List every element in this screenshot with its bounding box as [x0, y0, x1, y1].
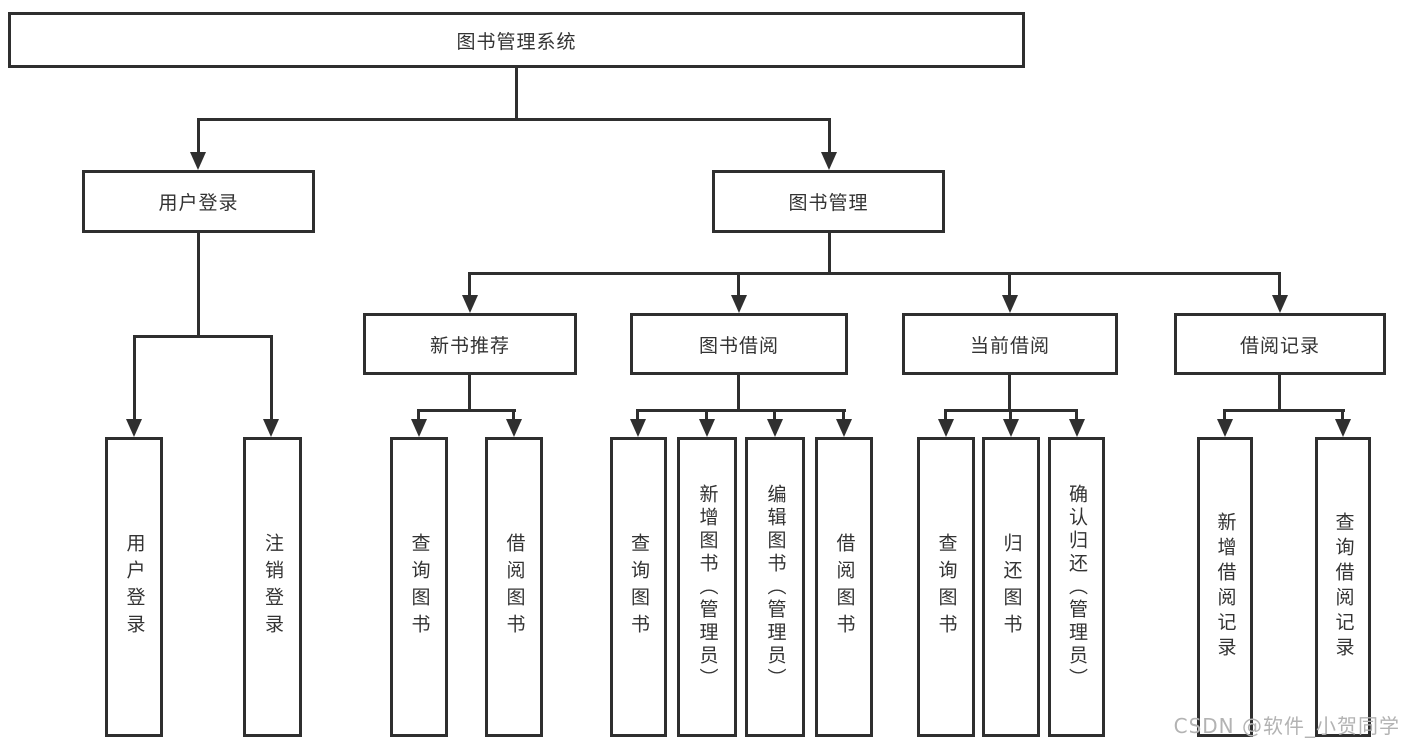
- connector-to-book-borrow: [737, 272, 740, 295]
- leaf-add-books-admin: 新增图书（管理员）: [677, 437, 737, 737]
- leaf-user-login-label: 用户登录: [123, 533, 146, 641]
- connector-borrow-records-stem: [1278, 375, 1281, 409]
- node-new-books: 新书推荐: [363, 313, 577, 375]
- connector-book-borrow-split: [636, 409, 846, 412]
- leaf-borrow-books-a-label: 借阅图书: [503, 533, 526, 641]
- leaf-logout: 注销登录: [243, 437, 302, 737]
- arrowhead-b3: [767, 419, 783, 437]
- connector-b2: [705, 409, 708, 419]
- leaf-borrow-books-b-label: 借阅图书: [833, 533, 856, 641]
- leaf-edit-books-admin-label: 编辑图书（管理员）: [764, 483, 787, 691]
- node-user-login-group: 用户登录: [82, 170, 315, 233]
- connector-to-borrow-records: [1278, 272, 1281, 295]
- connector-book-mgmt-split: [468, 272, 1281, 275]
- arrowhead-a2: [506, 419, 522, 437]
- connector-borrow-records-split: [1223, 409, 1345, 412]
- connector-user-login-stem: [197, 233, 200, 335]
- arrowhead-new-books: [462, 295, 478, 313]
- connector-new-books-stem: [468, 375, 471, 409]
- leaf-query-books-a: 查询图书: [390, 437, 448, 737]
- connector-new-books-split: [417, 409, 516, 412]
- connector-current-borrow-stem: [1008, 375, 1011, 409]
- arrowhead-book-mgmt: [821, 152, 837, 170]
- node-library-system-label: 图书管理系统: [456, 30, 577, 53]
- connector-to-book-mgmt: [828, 118, 831, 152]
- leaf-borrow-books-a: 借阅图书: [485, 437, 543, 737]
- arrowhead-b2: [699, 419, 715, 437]
- leaf-query-books-c-label: 查询图书: [935, 533, 958, 641]
- connector-root-stem: [515, 68, 518, 118]
- leaf-logout-label: 注销登录: [262, 533, 284, 641]
- connector-b4: [842, 409, 845, 419]
- connector-b3: [773, 409, 776, 419]
- connector-book-mgmt-stem: [828, 233, 831, 273]
- arrowhead-b1: [630, 419, 646, 437]
- connector-d1: [1223, 409, 1226, 419]
- connector-to-current-borrow: [1008, 272, 1011, 295]
- node-borrow-records: 借阅记录: [1174, 313, 1386, 375]
- arrowhead-current-borrow: [1002, 295, 1018, 313]
- leaf-query-books-b: 查询图书: [610, 437, 667, 737]
- leaf-return-books: 归还图书: [982, 437, 1040, 737]
- arrowhead-b4: [836, 419, 852, 437]
- node-borrow-records-label: 借阅记录: [1239, 334, 1320, 357]
- node-user-login-group-label: 用户登录: [158, 192, 239, 214]
- watermark: CSDN @软件_小贺同学: [1173, 714, 1400, 738]
- arrowhead-leaf-logout: [263, 419, 279, 437]
- leaf-borrow-books-b: 借阅图书: [815, 437, 873, 737]
- connector-root-split: [197, 118, 831, 121]
- node-library-system: 图书管理系统: [8, 12, 1025, 68]
- node-current-borrow: 当前借阅: [902, 313, 1118, 375]
- connector-d2: [1341, 409, 1344, 419]
- leaf-confirm-return-admin: 确认归还（管理员）: [1048, 437, 1105, 737]
- arrowhead-d1: [1217, 419, 1233, 437]
- node-book-borrow-label: 图书借阅: [698, 334, 779, 357]
- leaf-query-books-a-label: 查询图书: [408, 533, 431, 641]
- arrowhead-book-borrow: [731, 295, 747, 313]
- leaf-add-borrow-record-label: 新增借阅记录: [1214, 512, 1237, 662]
- leaf-query-books-c: 查询图书: [917, 437, 975, 737]
- arrowhead-c2: [1003, 419, 1019, 437]
- leaf-add-borrow-record: 新增借阅记录: [1197, 437, 1253, 737]
- connector-a2: [512, 409, 515, 419]
- node-new-books-label: 新书推荐: [429, 334, 510, 357]
- leaf-edit-books-admin: 编辑图书（管理员）: [745, 437, 805, 737]
- connector-to-leaf-login: [133, 335, 136, 419]
- arrowhead-d2: [1335, 419, 1351, 437]
- arrowhead-user-login: [190, 152, 206, 170]
- connector-user-login-split: [133, 335, 273, 338]
- leaf-query-borrow-record-label: 查询借阅记录: [1332, 512, 1355, 662]
- connector-c1: [944, 409, 947, 419]
- leaf-query-books-b-label: 查询图书: [628, 533, 650, 641]
- arrowhead-a1: [411, 419, 427, 437]
- arrowhead-borrow-records: [1272, 295, 1288, 313]
- arrowhead-c3: [1069, 419, 1085, 437]
- connector-b1: [636, 409, 639, 419]
- node-book-mgmt-group-label: 图书管理: [788, 192, 869, 214]
- connector-to-new-books: [468, 272, 471, 295]
- node-book-mgmt-group: 图书管理: [712, 170, 945, 233]
- leaf-query-borrow-record: 查询借阅记录: [1315, 437, 1371, 737]
- leaf-confirm-return-admin-label: 确认归还（管理员）: [1066, 483, 1088, 691]
- arrowhead-leaf-login: [126, 419, 142, 437]
- leaf-user-login: 用户登录: [105, 437, 163, 737]
- arrowhead-c1: [938, 419, 954, 437]
- connector-to-leaf-logout: [270, 335, 273, 419]
- leaf-add-books-admin-label: 新增图书（管理员）: [696, 483, 719, 691]
- connector-c2: [1009, 409, 1012, 419]
- leaf-return-books-label: 归还图书: [1000, 533, 1023, 641]
- connector-c3: [1075, 409, 1078, 419]
- connector-book-borrow-stem: [737, 375, 740, 409]
- node-current-borrow-label: 当前借阅: [969, 334, 1050, 357]
- connector-a1: [417, 409, 420, 419]
- node-book-borrow: 图书借阅: [630, 313, 848, 375]
- connector-to-user-login: [197, 118, 200, 152]
